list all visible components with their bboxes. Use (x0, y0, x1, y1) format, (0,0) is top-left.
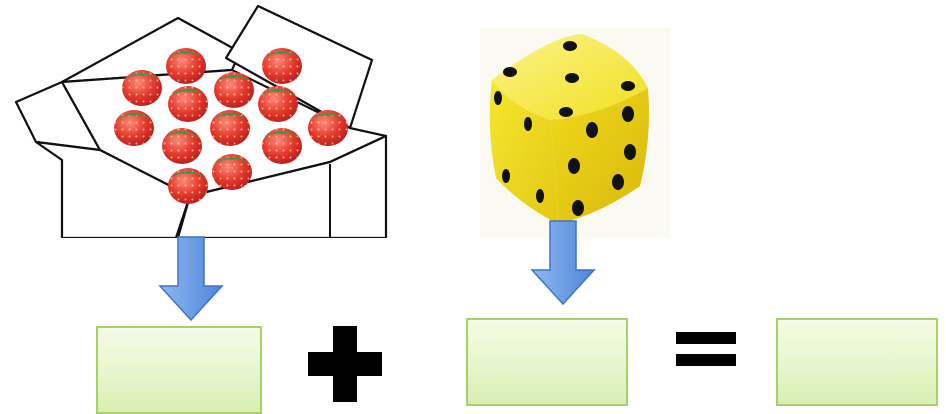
strawberry-icon (114, 110, 154, 146)
strawberry-icon (210, 110, 250, 146)
open-box-icon (14, 4, 388, 238)
die-illustration (480, 28, 670, 238)
die-icon (480, 28, 670, 238)
strawberry-icon (212, 154, 252, 190)
down-arrow-icon (158, 236, 224, 322)
strawberry-icon (308, 110, 348, 146)
strawberry-icon (262, 128, 302, 164)
plus-sign-icon (306, 324, 384, 404)
strawberry-box-illustration (0, 0, 400, 238)
first-addend-box[interactable] (96, 326, 262, 414)
second-addend-box[interactable] (466, 318, 628, 406)
down-arrow-icon (530, 220, 596, 306)
strawberry-icon (122, 70, 162, 106)
strawberry-icon (162, 128, 202, 164)
strawberry-icon (258, 86, 298, 122)
strawberry-icon (168, 168, 208, 204)
strawberry-icon (166, 48, 206, 84)
equals-sign-icon (676, 330, 736, 370)
strawberry-icon (262, 48, 302, 84)
strawberry-icon (214, 72, 254, 108)
strawberry-icon (168, 86, 208, 122)
sum-box[interactable] (776, 318, 938, 406)
